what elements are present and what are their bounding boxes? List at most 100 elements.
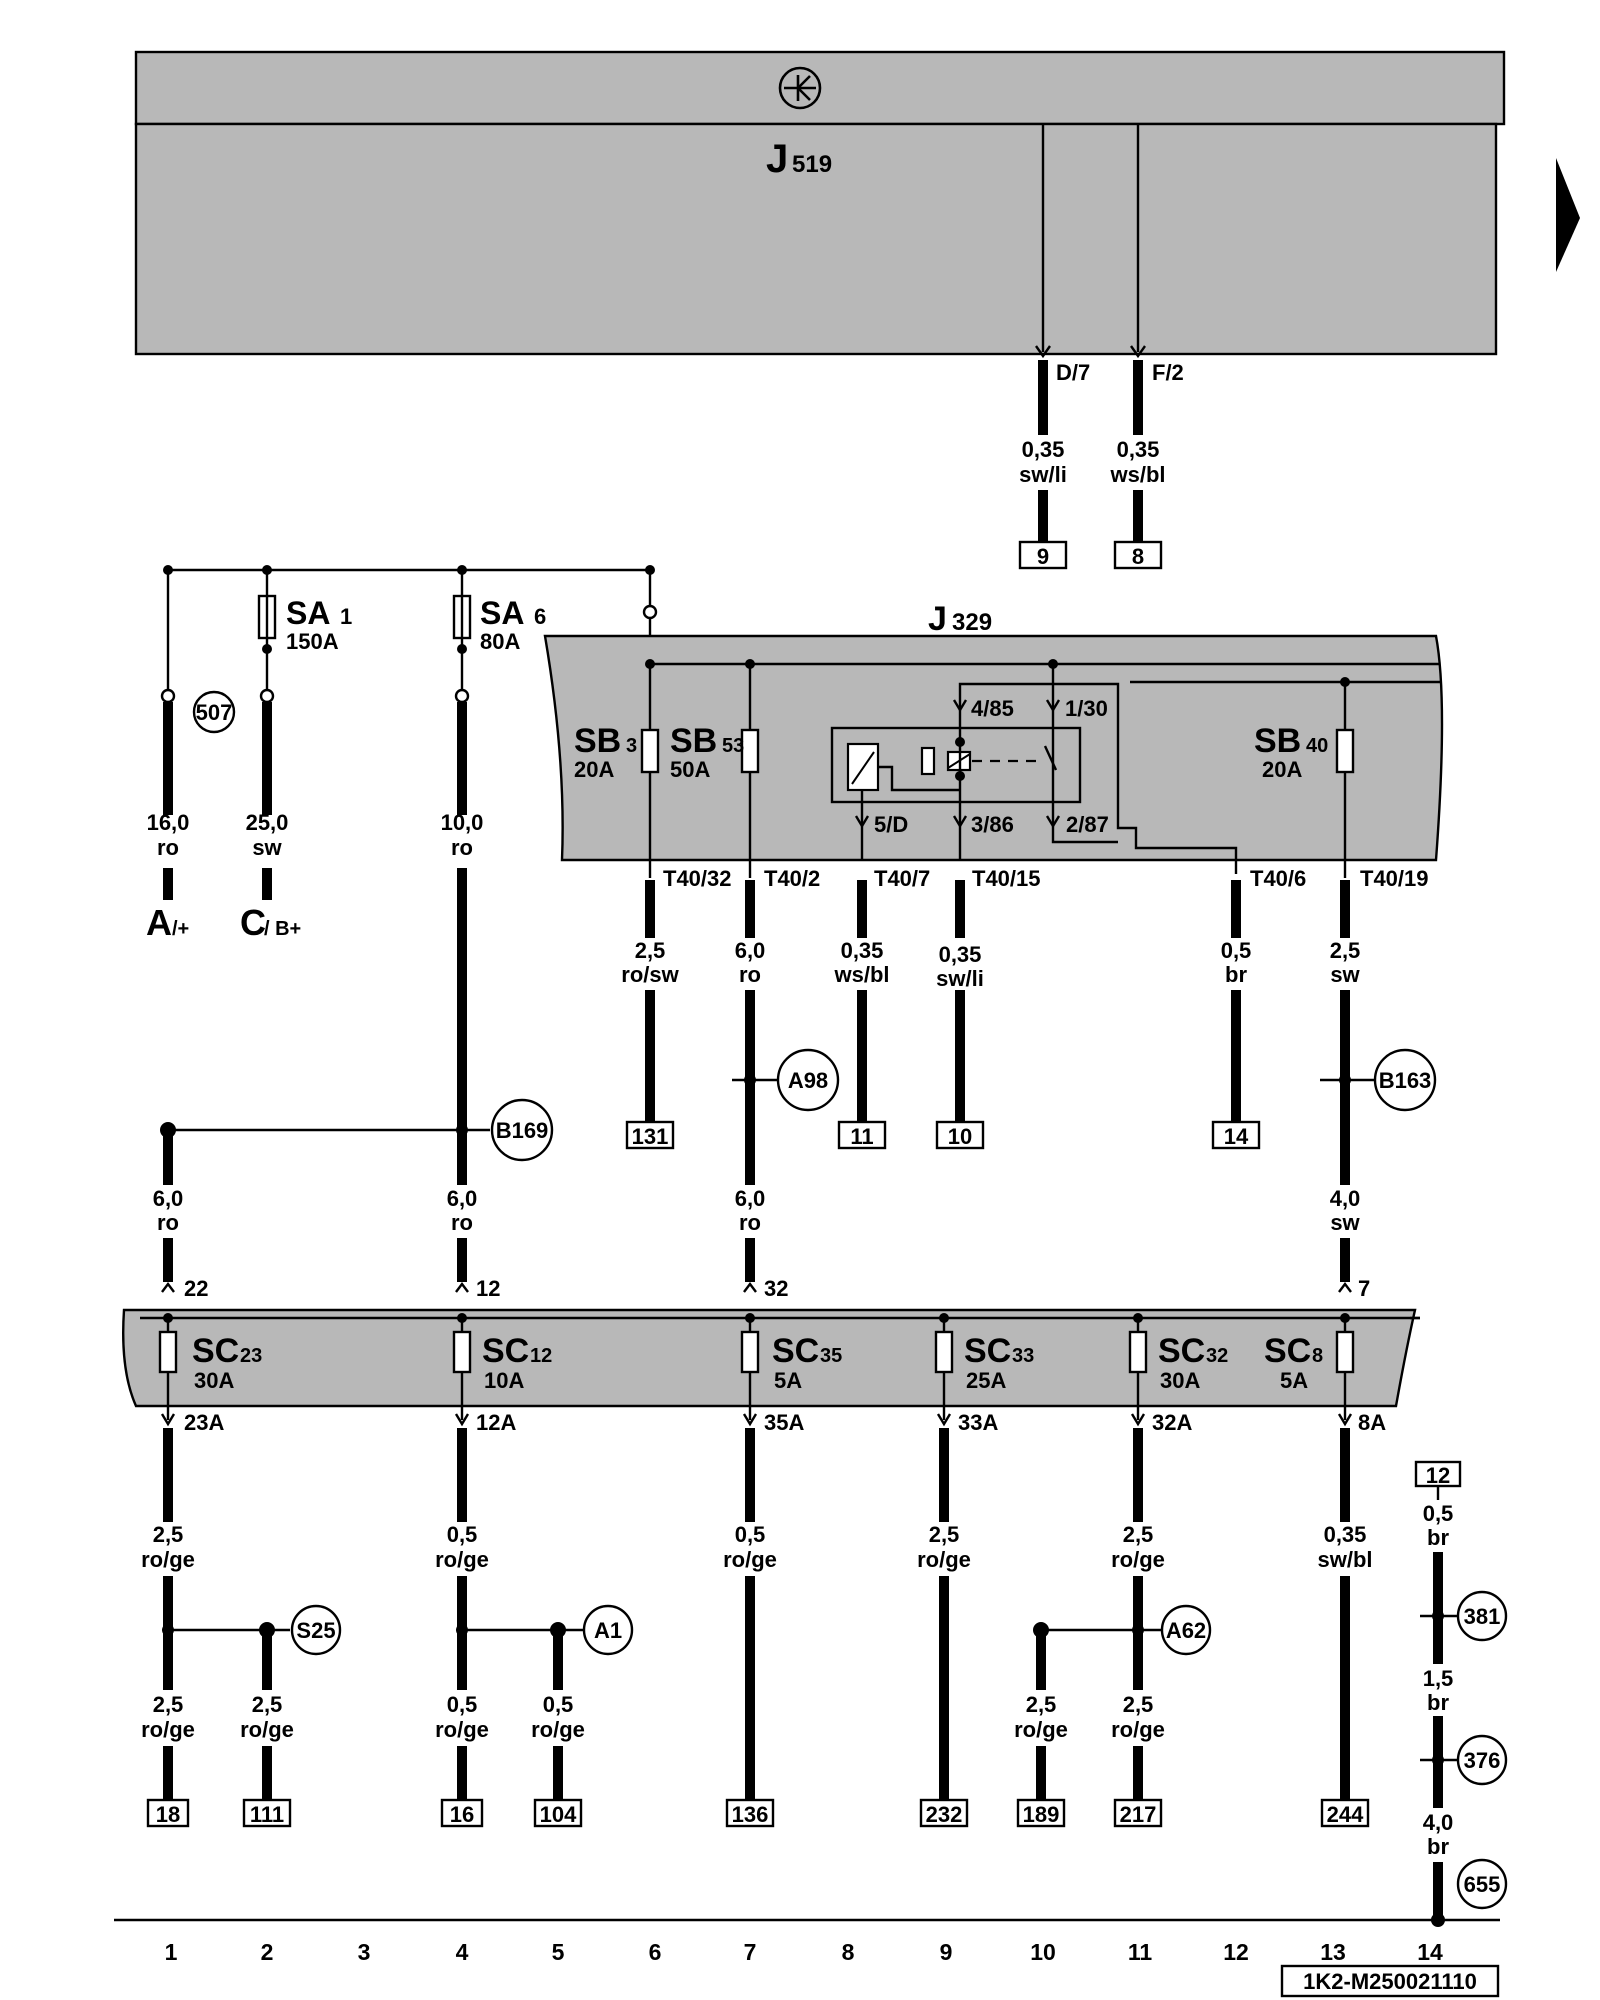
- wire-color: ro/ge: [240, 1717, 294, 1742]
- relay-icon[interactable]: [830, 726, 1082, 804]
- ref-box[interactable]: [1211, 1120, 1261, 1150]
- wire-color: ro: [739, 1210, 761, 1235]
- ref-box[interactable]: [725, 1798, 775, 1828]
- pin-d7-label: D/7: [1056, 360, 1090, 385]
- wire-size: 6,0: [153, 1186, 184, 1211]
- connector-376[interactable]: [1456, 1734, 1508, 1786]
- wire-size: 1,5: [1423, 1666, 1454, 1691]
- ref-box-label: 131: [632, 1124, 669, 1149]
- ref-box[interactable]: [919, 1798, 969, 1828]
- ref-box-label: 232: [926, 1802, 963, 1827]
- wire-color: ro: [739, 962, 761, 987]
- track-number: 3: [358, 1939, 371, 1965]
- wire-size: 0,35: [1324, 1522, 1367, 1547]
- connector-a98-label: A98: [788, 1068, 828, 1093]
- ref-box[interactable]: [1113, 540, 1163, 570]
- fuse-sc23-icon[interactable]: [158, 1330, 178, 1374]
- terminal-a-label: A: [146, 902, 172, 943]
- fuse-name: SC: [964, 1332, 1011, 1370]
- fuse-sub: 8: [1312, 1345, 1323, 1367]
- terminal-c-label: C: [240, 902, 266, 943]
- ref-box[interactable]: [625, 1120, 675, 1150]
- sc-inputs: 6,0 ro 6,0 ro 6,0 ro 4,0 sw 22 12 32 7: [153, 1186, 1371, 1301]
- track-number: 8: [842, 1939, 855, 1965]
- wire-size: 0,5: [543, 1692, 574, 1717]
- connector-655[interactable]: [1456, 1858, 1508, 1910]
- j519-symbol-icon: [778, 66, 822, 110]
- wire-size: 0,35: [939, 942, 982, 967]
- wire-color: sw/bl: [1317, 1547, 1372, 1572]
- ref-box-label: 8: [1132, 544, 1144, 569]
- fuse-sa6-amp: 80A: [480, 629, 520, 654]
- ref-box-label: 14: [1224, 1124, 1249, 1149]
- ref-box[interactable]: [935, 1120, 985, 1150]
- wire-color: ro/ge: [435, 1547, 489, 1572]
- j519-module: J 519: [134, 50, 1506, 356]
- ref-box-label: 104: [540, 1802, 577, 1827]
- wire-size: 2,5: [1026, 1692, 1057, 1717]
- track-number: 4: [456, 1939, 469, 1965]
- pin-label: 7: [1358, 1276, 1370, 1301]
- pin-label: 33A: [958, 1410, 998, 1435]
- fuse-sb40-icon[interactable]: [1335, 728, 1355, 774]
- fuse-amp: 25A: [966, 1368, 1006, 1393]
- wire-color: ro/sw: [621, 962, 679, 987]
- ref-box[interactable]: [837, 1120, 887, 1150]
- next-page-arrow-icon[interactable]: [1556, 158, 1580, 272]
- fuse-sa6-name: SA: [480, 595, 524, 631]
- ref-box[interactable]: [1018, 540, 1068, 570]
- fuse-sb3-icon[interactable]: [640, 728, 660, 774]
- connector-507[interactable]: [192, 690, 236, 734]
- fuse-sc32-icon[interactable]: [1128, 1330, 1148, 1374]
- j329-outputs: T40/32 T40/2 T40/7 T40/15 T40/6 T40/19 2…: [621, 866, 1437, 1185]
- fuse-sc8-icon[interactable]: [1335, 1330, 1355, 1374]
- connector-a62[interactable]: [1160, 1604, 1212, 1656]
- ref-box-label: 18: [156, 1802, 180, 1827]
- connector-a1[interactable]: [582, 1604, 634, 1656]
- fuse-amp: 30A: [1160, 1368, 1200, 1393]
- track-number: 11: [1128, 1939, 1153, 1965]
- wire-size: 2,5: [153, 1692, 184, 1717]
- ref-box[interactable]: [533, 1798, 583, 1828]
- connector-655-label: 655: [1464, 1872, 1501, 1897]
- ref-box[interactable]: [440, 1798, 484, 1828]
- fuse-sc33-icon[interactable]: [934, 1330, 954, 1374]
- wire-color: ro/ge: [723, 1547, 777, 1572]
- track-number: 9: [940, 1939, 953, 1965]
- connector-b163[interactable]: [1373, 1048, 1437, 1112]
- pin-label: 32: [764, 1276, 788, 1301]
- pin-label: 8A: [1358, 1410, 1386, 1435]
- fuse-sb53-icon[interactable]: [740, 728, 760, 774]
- ref-box[interactable]: [1320, 1798, 1370, 1828]
- track-number: 10: [1030, 1939, 1056, 1965]
- ref-box-label: 10: [948, 1124, 972, 1149]
- connector-b163-label: B163: [1379, 1068, 1432, 1093]
- fuse-sb3-sub: 3: [626, 735, 637, 757]
- relay-pin-label: 2/87: [1066, 812, 1109, 837]
- wire-size: 2,5: [252, 1692, 283, 1717]
- pin-label: 22: [184, 1276, 208, 1301]
- pin-label: T40/15: [972, 866, 1041, 891]
- fuse-sc35-icon[interactable]: [740, 1330, 760, 1374]
- ref-box[interactable]: [242, 1798, 292, 1828]
- fuse-sc12-icon[interactable]: [452, 1330, 472, 1374]
- ref-box-label: 189: [1023, 1802, 1060, 1827]
- pin-f2-label: F/2: [1152, 360, 1184, 385]
- wire-color: ro/ge: [141, 1717, 195, 1742]
- ref-box[interactable]: [1016, 1798, 1066, 1828]
- connector-381[interactable]: [1456, 1590, 1508, 1642]
- connector-s25[interactable]: [290, 1604, 342, 1656]
- sc-fuse-block: SC 23 30A SC 12 10A SC 35 5A SC 33 25A S…: [122, 1308, 1420, 1420]
- pin-label: T40/2: [764, 866, 820, 891]
- connector-b169[interactable]: [490, 1098, 554, 1162]
- fuse-amp: 5A: [1280, 1368, 1308, 1393]
- ref-box-label: 136: [732, 1802, 769, 1827]
- ref-box[interactable]: [146, 1798, 190, 1828]
- pin-label: T40/6: [1250, 866, 1306, 891]
- terminal-a-sub: /+: [172, 918, 189, 940]
- wire-size: 0,5: [1423, 1501, 1454, 1526]
- connector-a98[interactable]: [776, 1048, 840, 1112]
- fuse-sb40-amp: 20A: [1262, 757, 1302, 782]
- fuse-sb53-sub: 53: [722, 735, 744, 757]
- ref-box[interactable]: [1113, 1798, 1163, 1828]
